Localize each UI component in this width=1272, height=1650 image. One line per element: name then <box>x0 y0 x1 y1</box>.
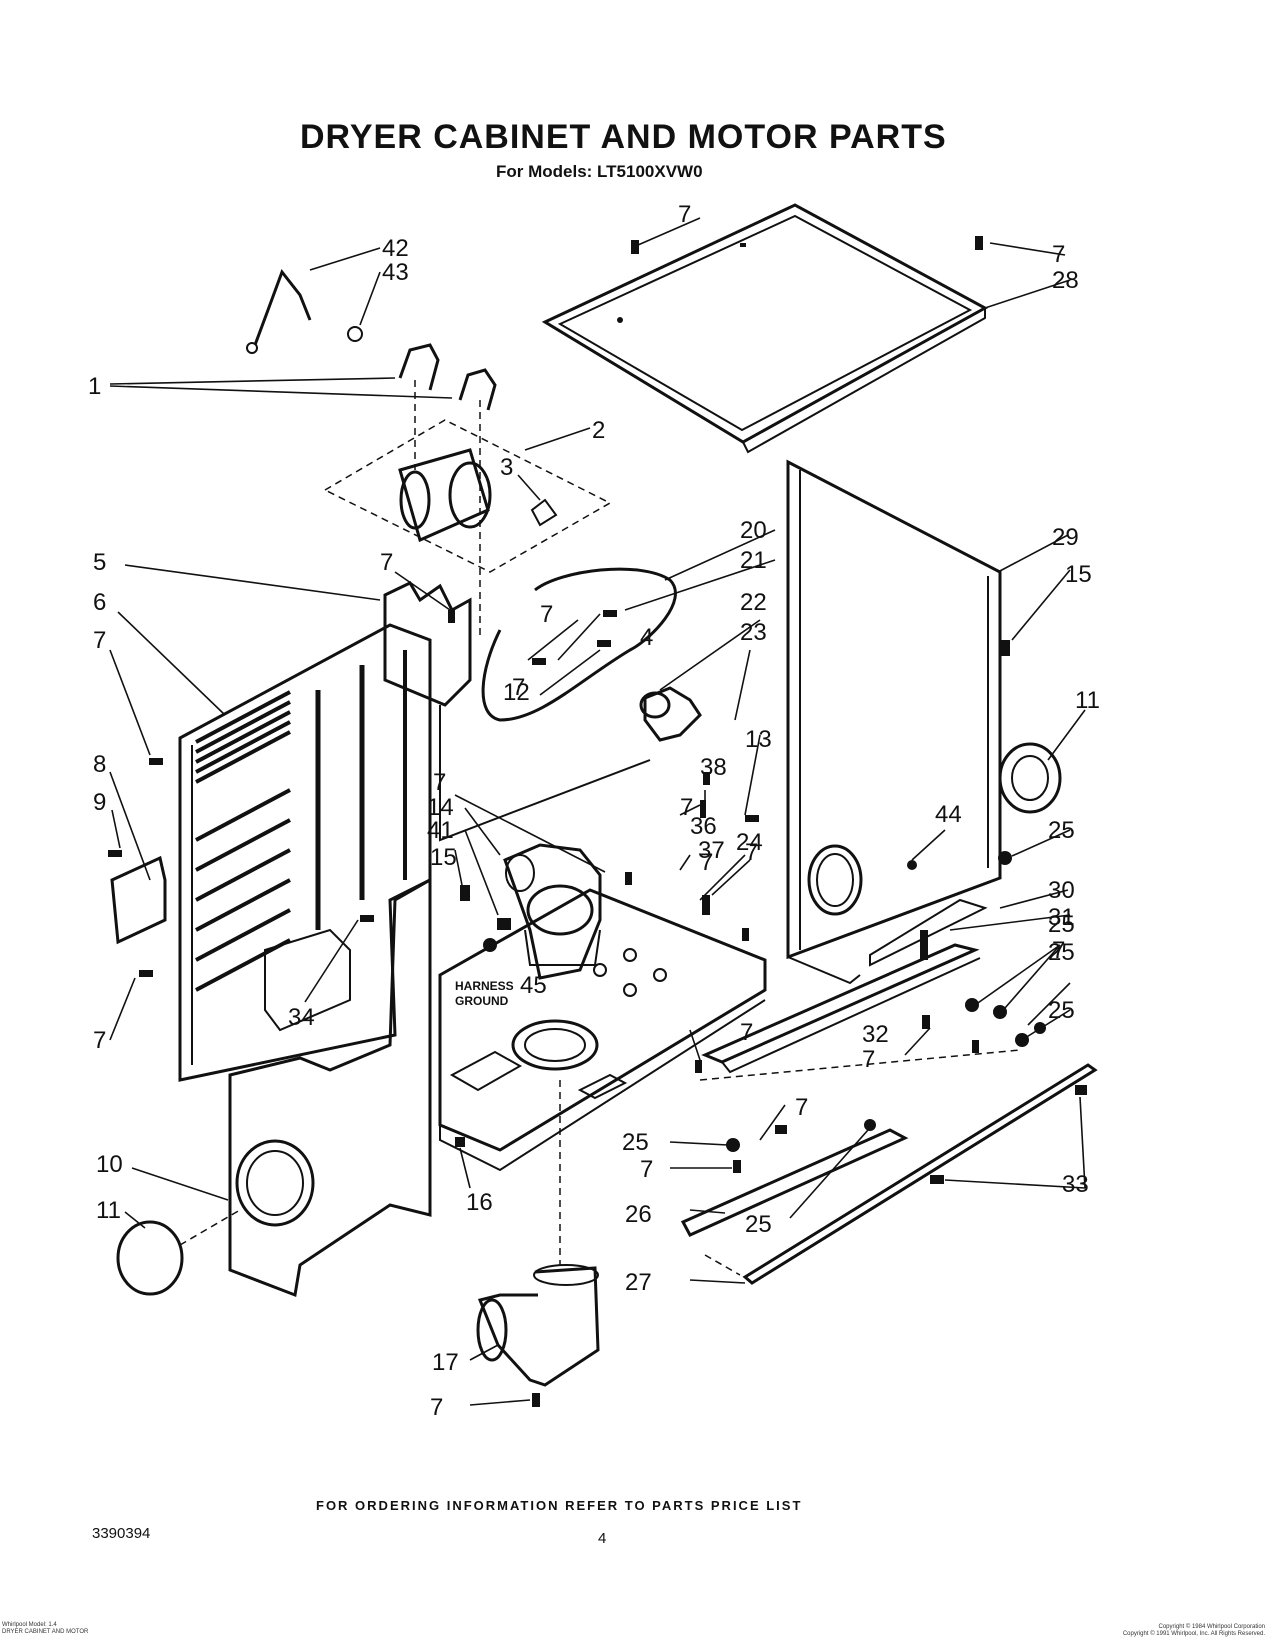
callout-22: 22 <box>740 589 767 616</box>
front-panel <box>228 877 432 1298</box>
callout-7b: 7 <box>93 1027 106 1054</box>
fine-print-left-line2: DRYER CABINET AND MOTOR <box>2 1629 89 1635</box>
callout-3: 3 <box>500 454 513 481</box>
callout-14: 14 <box>427 794 454 821</box>
callout-25b: 25 <box>1048 939 1075 966</box>
callout-numbers: 42 43 1 2 3 5 6 7 7 7 7 7 7 7 7 7 7 7 7 … <box>88 201 1100 1421</box>
callout-7g: 7 <box>512 674 525 701</box>
callout-31: 31 <box>1048 904 1075 931</box>
callout-2: 2 <box>592 417 605 444</box>
callout-7q: 7 <box>700 849 713 876</box>
fine-print-left-line1: Whirlpool Model: 1.4 <box>2 1622 57 1628</box>
callout-21: 21 <box>740 547 767 574</box>
callout-7c: 7 <box>380 549 393 576</box>
fine-print-right-line1: Copyright © 1984 Whirlpool Corporation <box>1158 1624 1265 1630</box>
callout-7p: 7 <box>680 794 693 821</box>
callout-7i: 7 <box>745 839 758 866</box>
callout-12: 12 <box>503 679 530 706</box>
callout-27: 27 <box>625 1269 652 1296</box>
callout-24: 24 <box>736 829 763 856</box>
exhaust-duct <box>476 1080 600 1387</box>
callout-5: 5 <box>93 549 106 576</box>
callout-15b: 15 <box>1065 561 1092 588</box>
motor-clips <box>398 343 497 411</box>
callout-7f: 7 <box>540 601 553 628</box>
top-panel <box>541 203 989 454</box>
callout-15a: 15 <box>430 844 457 871</box>
leader-lines <box>109 217 1086 1406</box>
callout-8: 8 <box>93 751 106 778</box>
ground-wire-harness <box>246 268 363 354</box>
callout-45: 45 <box>520 972 547 999</box>
callout-7a: 7 <box>93 627 106 654</box>
document-number: 3390394 <box>92 1525 151 1542</box>
callout-11a: 11 <box>96 1197 121 1224</box>
motor-mount-bracket <box>383 581 651 842</box>
idler-pulley-assembly <box>639 686 702 742</box>
callout-25f: 25 <box>1048 911 1075 938</box>
callout-13: 13 <box>745 726 772 753</box>
callout-7k: 7 <box>1052 937 1065 964</box>
fine-print-right: Copyright © 1984 Whirlpool Corporation C… <box>985 1624 1265 1638</box>
page-title: DRYER CABINET AND MOTOR PARTS <box>300 118 947 156</box>
model-subtitle: For Models: LT5100XVW0 <box>496 162 703 181</box>
callout-7n: 7 <box>640 1156 653 1183</box>
callout-41: 41 <box>427 817 454 844</box>
callout-25e: 25 <box>745 1211 772 1238</box>
callout-17: 17 <box>432 1349 459 1376</box>
callout-9: 9 <box>93 789 106 816</box>
callout-25d: 25 <box>622 1129 649 1156</box>
callout-26: 26 <box>625 1201 652 1228</box>
callout-37: 37 <box>698 837 725 864</box>
callout-7e: 7 <box>1052 241 1065 268</box>
cabinet-base <box>438 888 767 1172</box>
callout-29: 29 <box>1052 524 1079 551</box>
callout-23: 23 <box>740 619 767 646</box>
callout-25a: 25 <box>1048 817 1075 844</box>
callout-42: 42 <box>382 235 409 262</box>
side-bracket <box>110 855 167 945</box>
left-side-panel <box>178 623 432 1082</box>
callout-4: 4 <box>640 624 653 651</box>
callout-33: 33 <box>1062 1171 1089 1198</box>
harness-ground-label-line2: GROUND <box>455 994 509 1008</box>
vent-cap-left <box>116 1209 241 1296</box>
callout-6: 6 <box>93 589 106 616</box>
page-number: 4 <box>598 1530 607 1547</box>
fine-print-left: Whirlpool Model: 1.4 DRYER CABINET AND M… <box>2 1622 88 1636</box>
callout-20: 20 <box>740 517 767 544</box>
callout-7o: 7 <box>430 1394 443 1421</box>
harness-ground-label-line1: HARNESS <box>455 979 514 993</box>
ordering-info-note: FOR ORDERING INFORMATION REFER TO PARTS … <box>316 1498 803 1513</box>
callout-10: 10 <box>96 1151 123 1178</box>
callout-38: 38 <box>700 754 727 781</box>
callout-7d: 7 <box>678 201 691 228</box>
callout-7m: 7 <box>795 1094 808 1121</box>
callout-32: 32 <box>862 1021 889 1048</box>
callout-7l: 7 <box>862 1046 875 1073</box>
callout-16: 16 <box>466 1189 493 1216</box>
callout-44: 44 <box>935 801 962 828</box>
callout-7j: 7 <box>740 1019 753 1046</box>
callout-1: 1 <box>88 373 101 400</box>
drive-motor <box>323 380 612 640</box>
callout-28: 28 <box>1052 267 1079 294</box>
callout-11b: 11 <box>1075 687 1100 714</box>
callout-34: 34 <box>288 1004 315 1031</box>
base-rails <box>680 898 1098 1285</box>
callout-7h: 7 <box>433 769 446 796</box>
callout-43: 43 <box>382 259 409 286</box>
callout-36: 36 <box>690 813 717 840</box>
blower-housing <box>503 843 602 980</box>
fine-print-right-line2: Copyright © 1991 Whirlpool, Inc. All Rig… <box>1122 1631 1265 1637</box>
callout-25c: 25 <box>1048 997 1075 1024</box>
vent-cap-right <box>998 742 1062 814</box>
drive-belt <box>481 567 677 722</box>
right-side-panel <box>786 459 1002 985</box>
callout-30: 30 <box>1048 877 1075 904</box>
